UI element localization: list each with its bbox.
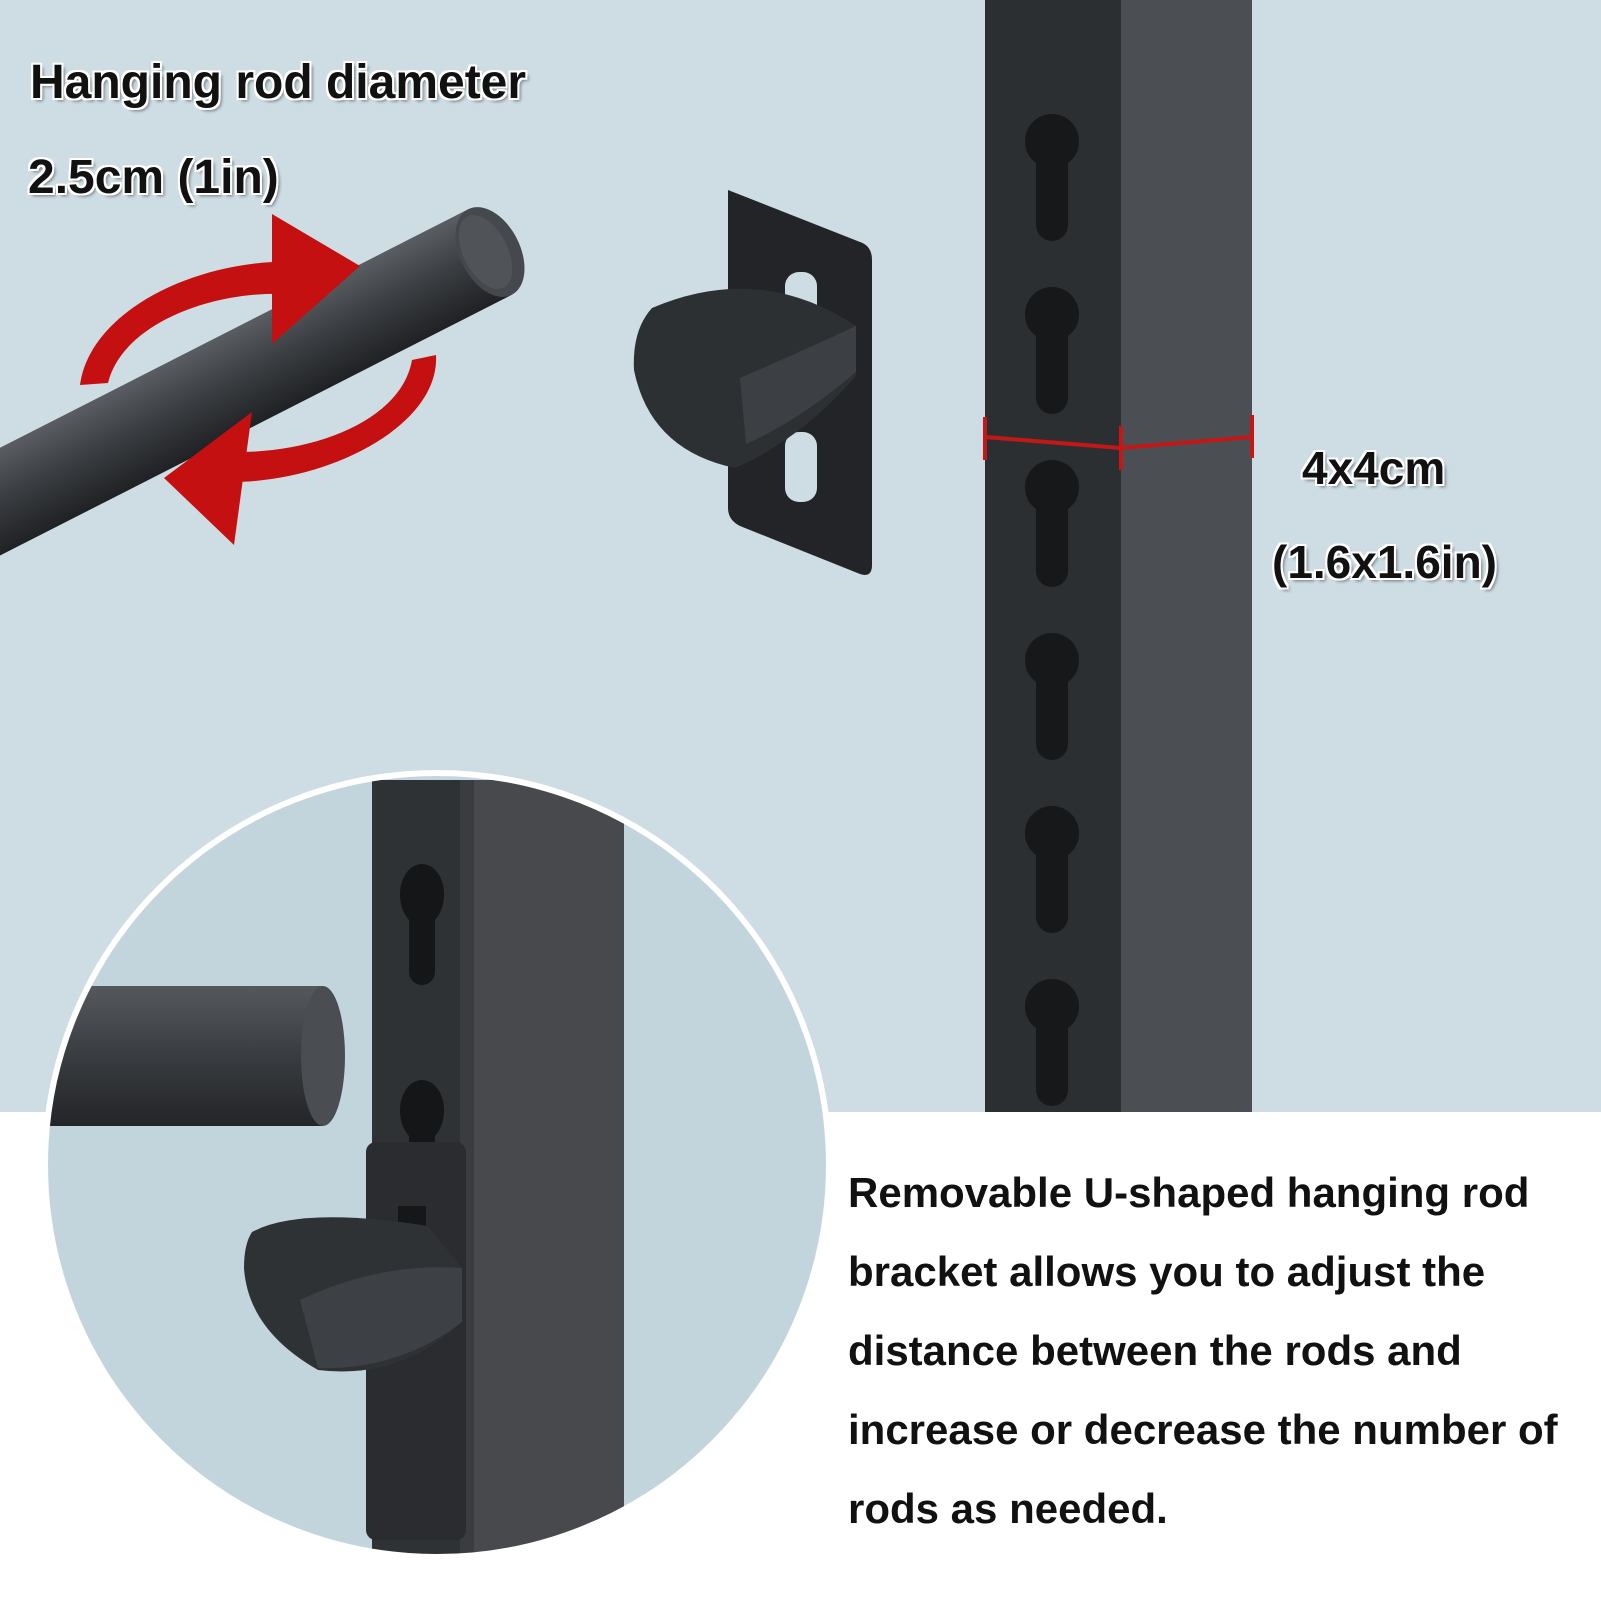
dimension-line-icon: [983, 415, 1254, 470]
rotation-arrows-icon: [80, 214, 437, 545]
rod-diameter-title: Hanging rod diameter: [30, 56, 527, 109]
u-bracket: [633, 190, 872, 575]
hanging-rod: [0, 207, 525, 586]
post-size-cm: 4x4cm: [1302, 442, 1446, 494]
post-slots: [1025, 114, 1079, 1106]
product-description: Removable U-shaped hanging rod bracket a…: [848, 1169, 1558, 1532]
detail-circle: [42, 770, 832, 1560]
post-size-in: (1.6x1.6in): [1272, 536, 1497, 588]
rod-diameter-value: 2.5cm (1in): [28, 151, 279, 204]
upright-post: [985, 0, 1252, 1112]
